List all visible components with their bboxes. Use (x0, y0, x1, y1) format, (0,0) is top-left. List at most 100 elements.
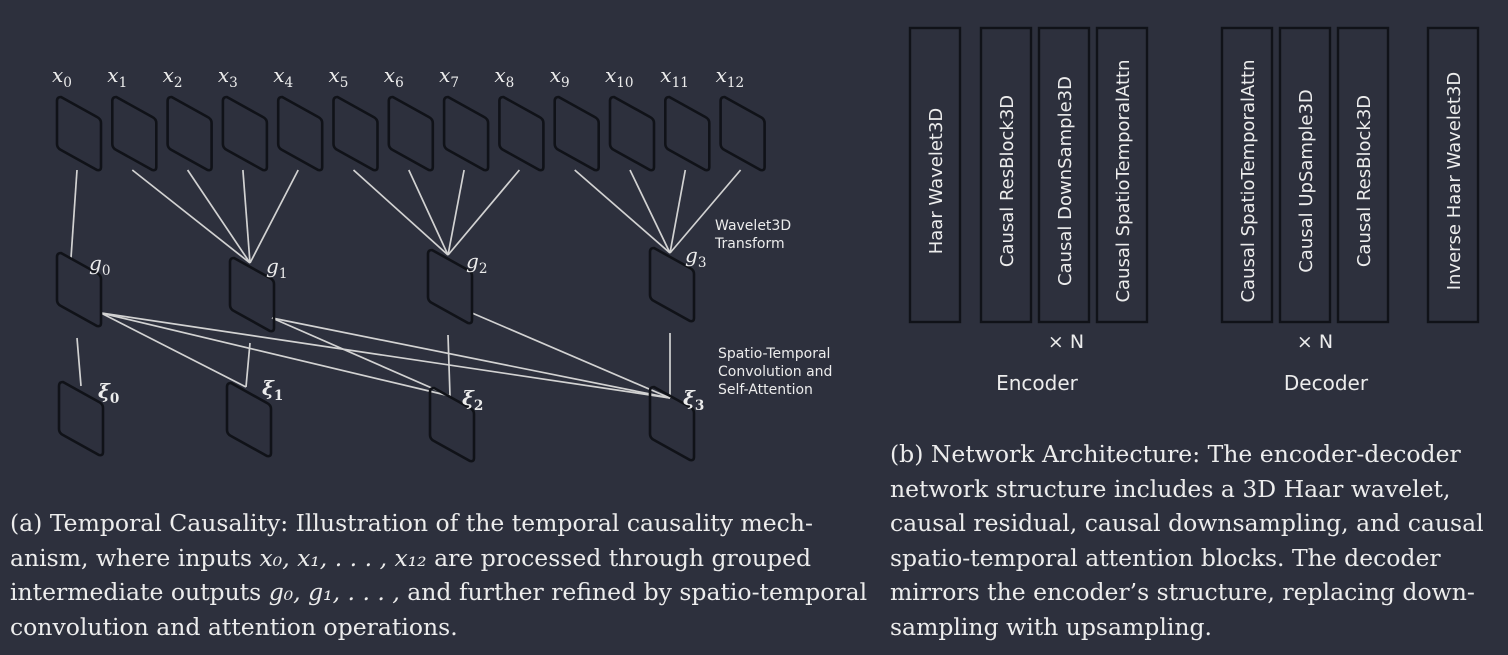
attn-line-g0-xi3 (100, 312, 671, 399)
wavelet-line-x11-g3 (669, 169, 687, 254)
encoder-block-3-box (1095, 26, 1149, 324)
input-label-x0: x0 (52, 63, 72, 91)
input-card-x2 (166, 95, 213, 172)
input-label-x1: x1 (107, 63, 127, 91)
output-card-xi3 (648, 385, 696, 462)
wavelet-line-x5-g2 (352, 169, 449, 256)
input-card-x10 (608, 95, 656, 172)
input-label-x4: x4 (273, 63, 293, 91)
direct-line-g0-xi0 (76, 337, 82, 387)
group-label-g2: g2 (466, 249, 487, 277)
input-card-x6 (387, 95, 435, 172)
input-card-x8 (498, 95, 545, 172)
output-card-xi2 (428, 386, 476, 463)
input-card-x7 (442, 95, 490, 172)
encoder-block-1-box (979, 26, 1033, 324)
attention-label-line-2: Convolution and (718, 364, 832, 380)
architecture-blocks: Haar Wavelet3D Causal ResBlock3D Causal Do… (908, 26, 1480, 324)
wavelet-line-x7-g2 (447, 169, 465, 256)
wavelet-line-x0-g0 (70, 169, 78, 259)
output-card-xi0 (57, 380, 105, 457)
caption-a-text-3: and further refined by spatio-temporal c… (10, 578, 868, 641)
decoder-block-0-label: Causal SpatioTemporalAttn (1238, 59, 1259, 302)
decoder-block-3-box (1426, 26, 1480, 324)
caption-b-text: (b) Network Architecture: The encoder-de… (890, 440, 1484, 641)
attention-label-line-1: Spatio-Temporal (718, 346, 830, 362)
wavelet-line-x9-g3 (574, 169, 671, 254)
wavelet-line-x10-g3 (629, 169, 671, 254)
group-label-g0: g0 (89, 251, 110, 279)
input-card-x11 (664, 95, 711, 172)
wavelet-line-x12-g3 (669, 169, 742, 254)
caption-temporal-causality: (a) Temporal Causality: Illustration of … (10, 506, 870, 644)
output-card-xi1 (225, 381, 273, 458)
decoder-block-1-box (1278, 26, 1332, 324)
encoder-block-1-label: Causal ResBlock3D (997, 95, 1018, 267)
caption-a-math-groups: g₀, g₁, . . . , (268, 578, 400, 606)
feature-cards (55, 95, 766, 463)
input-label-x11: x11 (660, 63, 689, 91)
wavelet-line-x3-g1 (242, 169, 251, 264)
output-label-xi3: ξ3 (683, 386, 704, 414)
encoder-block-0-box (908, 26, 962, 324)
output-label-xi1: ξ1 (262, 376, 283, 404)
input-label-x9: x9 (550, 63, 570, 91)
network-architecture-diagram: Haar Wavelet3D Causal ResBlock3D Causal Do… (908, 26, 1480, 395)
decoder-title: Decoder (1284, 371, 1369, 395)
attn-line-g0-xi1 (100, 312, 247, 388)
attn-line-g1-xi2 (271, 317, 451, 397)
decoder-block-1-label: Causal UpSample3D (1296, 89, 1317, 273)
decoder-block-2-box (1336, 26, 1390, 324)
input-card-x5 (332, 95, 379, 172)
group-label-g3: g3 (685, 243, 706, 271)
wavelet-transform-label-line-2: Transform (714, 236, 785, 252)
input-card-x9 (553, 95, 600, 172)
input-label-x5: x5 (329, 63, 349, 91)
input-card-x4 (276, 95, 324, 172)
encoder-repeat-label: × N (1048, 331, 1084, 353)
decoder-block-2-label: Causal ResBlock3D (1354, 95, 1375, 267)
decoder-block-0-box (1220, 26, 1274, 324)
wavelet-transform-label-line-1: Wavelet3D (715, 218, 791, 234)
encoder-block-0-label: Haar Wavelet3D (926, 108, 947, 255)
connection-lines (70, 169, 742, 399)
input-label-x12: x12 (716, 63, 745, 91)
output-label-xi2: ξ2 (462, 386, 483, 414)
temporal-causality-diagram: Wavelet3D Transform Spatio-Temporal Conv… (52, 63, 832, 463)
encoder-block-2-box (1037, 26, 1091, 324)
input-label-x10: x10 (605, 63, 634, 91)
input-label-x6: x6 (384, 63, 404, 91)
input-label-x7: x7 (439, 63, 459, 91)
input-card-x1 (111, 95, 158, 172)
input-label-x8: x8 (494, 63, 514, 91)
wavelet-line-x1-g1 (131, 169, 251, 264)
wavelet-line-x2-g1 (186, 169, 251, 264)
wavelet-line-x8-g2 (447, 169, 521, 256)
attn-line-g1-xi3 (271, 317, 671, 399)
caption-network-architecture: (b) Network Architecture: The encoder-de… (890, 437, 1500, 644)
input-card-x0 (55, 95, 103, 172)
direct-line-g1-xi1 (245, 342, 251, 388)
input-card-x12 (719, 95, 766, 172)
attention-label-line-3: Self-Attention (718, 382, 813, 398)
decoder-block-3-label: Inverse Haar Wavelet3D (1444, 72, 1465, 291)
group-label-g1: g1 (266, 254, 287, 282)
input-label-x2: x2 (163, 63, 183, 91)
input-card-x3 (221, 95, 269, 172)
attn-line-g2-xi3 (471, 312, 671, 399)
output-label-xi0: ξ0 (98, 379, 119, 407)
group-card-g1 (228, 256, 276, 333)
encoder-title: Encoder (996, 371, 1079, 395)
caption-a-text-1: (a) Temporal Causality: Illustration of … (10, 509, 813, 572)
wavelet-line-x4-g1 (249, 169, 299, 264)
group-card-g0 (55, 251, 103, 328)
attn-line-g0-xi2 (100, 312, 451, 397)
encoder-block-3-label: Causal SpatioTemporalAttn (1113, 59, 1134, 302)
diagram-labels: Wavelet3D Transform Spatio-Temporal Conv… (52, 63, 832, 414)
wavelet-line-x6-g2 (408, 169, 449, 256)
group-card-g3 (648, 246, 696, 323)
encoder-block-2-label: Causal DownSample3D (1055, 76, 1076, 286)
decoder-repeat-label: × N (1297, 331, 1333, 353)
caption-a-text-2: are processed through grouped intermedia… (10, 543, 812, 607)
group-card-g2 (426, 248, 474, 325)
